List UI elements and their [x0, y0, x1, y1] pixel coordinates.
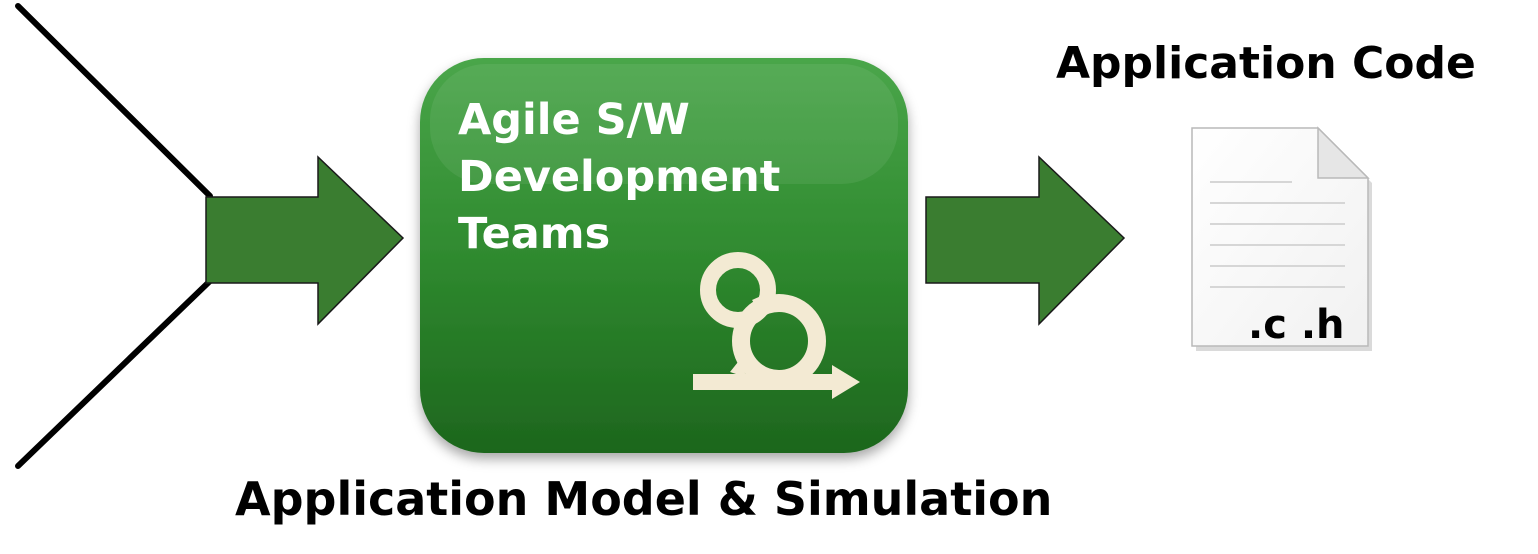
file-extension-label: .c .h: [1248, 302, 1345, 348]
agile-team-box: [420, 58, 908, 453]
input-line-top: [15, 3, 213, 199]
output-arrow: [925, 155, 1126, 326]
code-file-icon: [1191, 126, 1372, 351]
application-model-title: Application Model & Simulation: [235, 472, 1053, 526]
application-code-title: Application Code: [1056, 38, 1476, 89]
input-arrow: [205, 155, 405, 326]
input-line-bottom: [15, 278, 213, 469]
team-label-line-3: Teams: [458, 209, 611, 259]
team-label-line-1: Agile S/W: [458, 95, 690, 145]
team-box-label: Agile S/W Development Teams: [458, 92, 858, 263]
team-label-line-2: Development: [458, 152, 781, 202]
agile-cycle-icon: [693, 252, 860, 399]
